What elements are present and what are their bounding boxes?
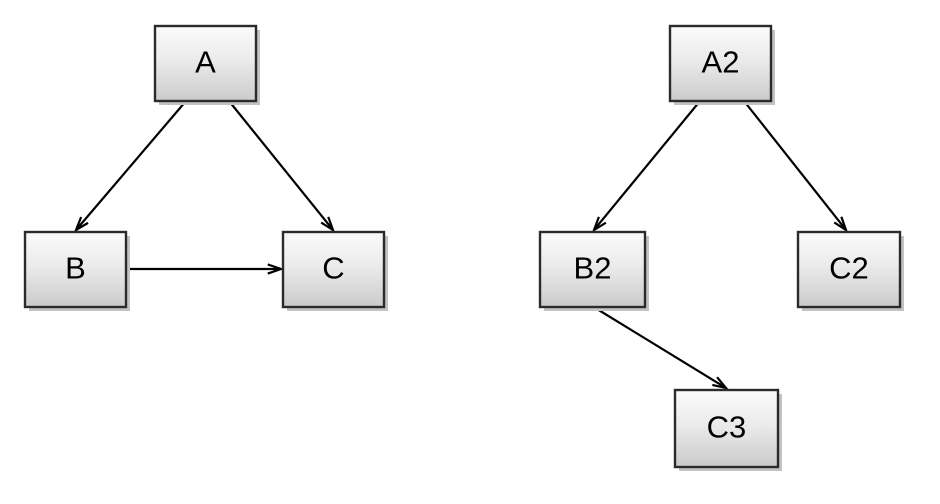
node-c[interactable]: C	[281, 230, 388, 311]
edge-b-c[interactable]	[128, 263, 285, 275]
node-a[interactable]: A	[153, 24, 260, 105]
edge-a-b[interactable]	[73, 100, 187, 233]
edge-a-c[interactable]	[228, 100, 336, 233]
edge-shaft	[75, 100, 187, 230]
arrowhead-icon	[712, 376, 729, 390]
arrowhead-icon	[320, 216, 336, 233]
edge-shaft	[743, 100, 847, 230]
edge-shaft	[228, 100, 334, 230]
node-a2[interactable]: A2	[668, 24, 775, 105]
arrowhead-icon	[73, 216, 89, 233]
node-b2[interactable]: B2	[538, 230, 649, 311]
edge-a2-c2[interactable]	[743, 100, 849, 233]
arrowhead-icon	[267, 263, 285, 275]
node-c2[interactable]: C2	[796, 230, 904, 311]
node-box[interactable]	[673, 388, 780, 469]
node-box[interactable]	[281, 230, 386, 309]
node-b[interactable]: B	[23, 230, 130, 311]
node-box[interactable]	[668, 24, 773, 103]
node-box[interactable]	[23, 230, 128, 309]
node-c3[interactable]: C3	[673, 388, 782, 471]
node-box[interactable]	[538, 230, 647, 309]
node-box[interactable]	[796, 230, 902, 309]
edge-b2-c3[interactable]	[596, 308, 729, 390]
edge-a2-b2[interactable]	[591, 100, 701, 233]
edge-shaft	[593, 100, 701, 230]
arrowhead-icon	[833, 216, 849, 233]
edge-shaft	[596, 308, 726, 389]
node-box[interactable]	[153, 24, 258, 103]
arrowhead-icon	[591, 216, 607, 233]
edges-layer	[73, 100, 849, 390]
